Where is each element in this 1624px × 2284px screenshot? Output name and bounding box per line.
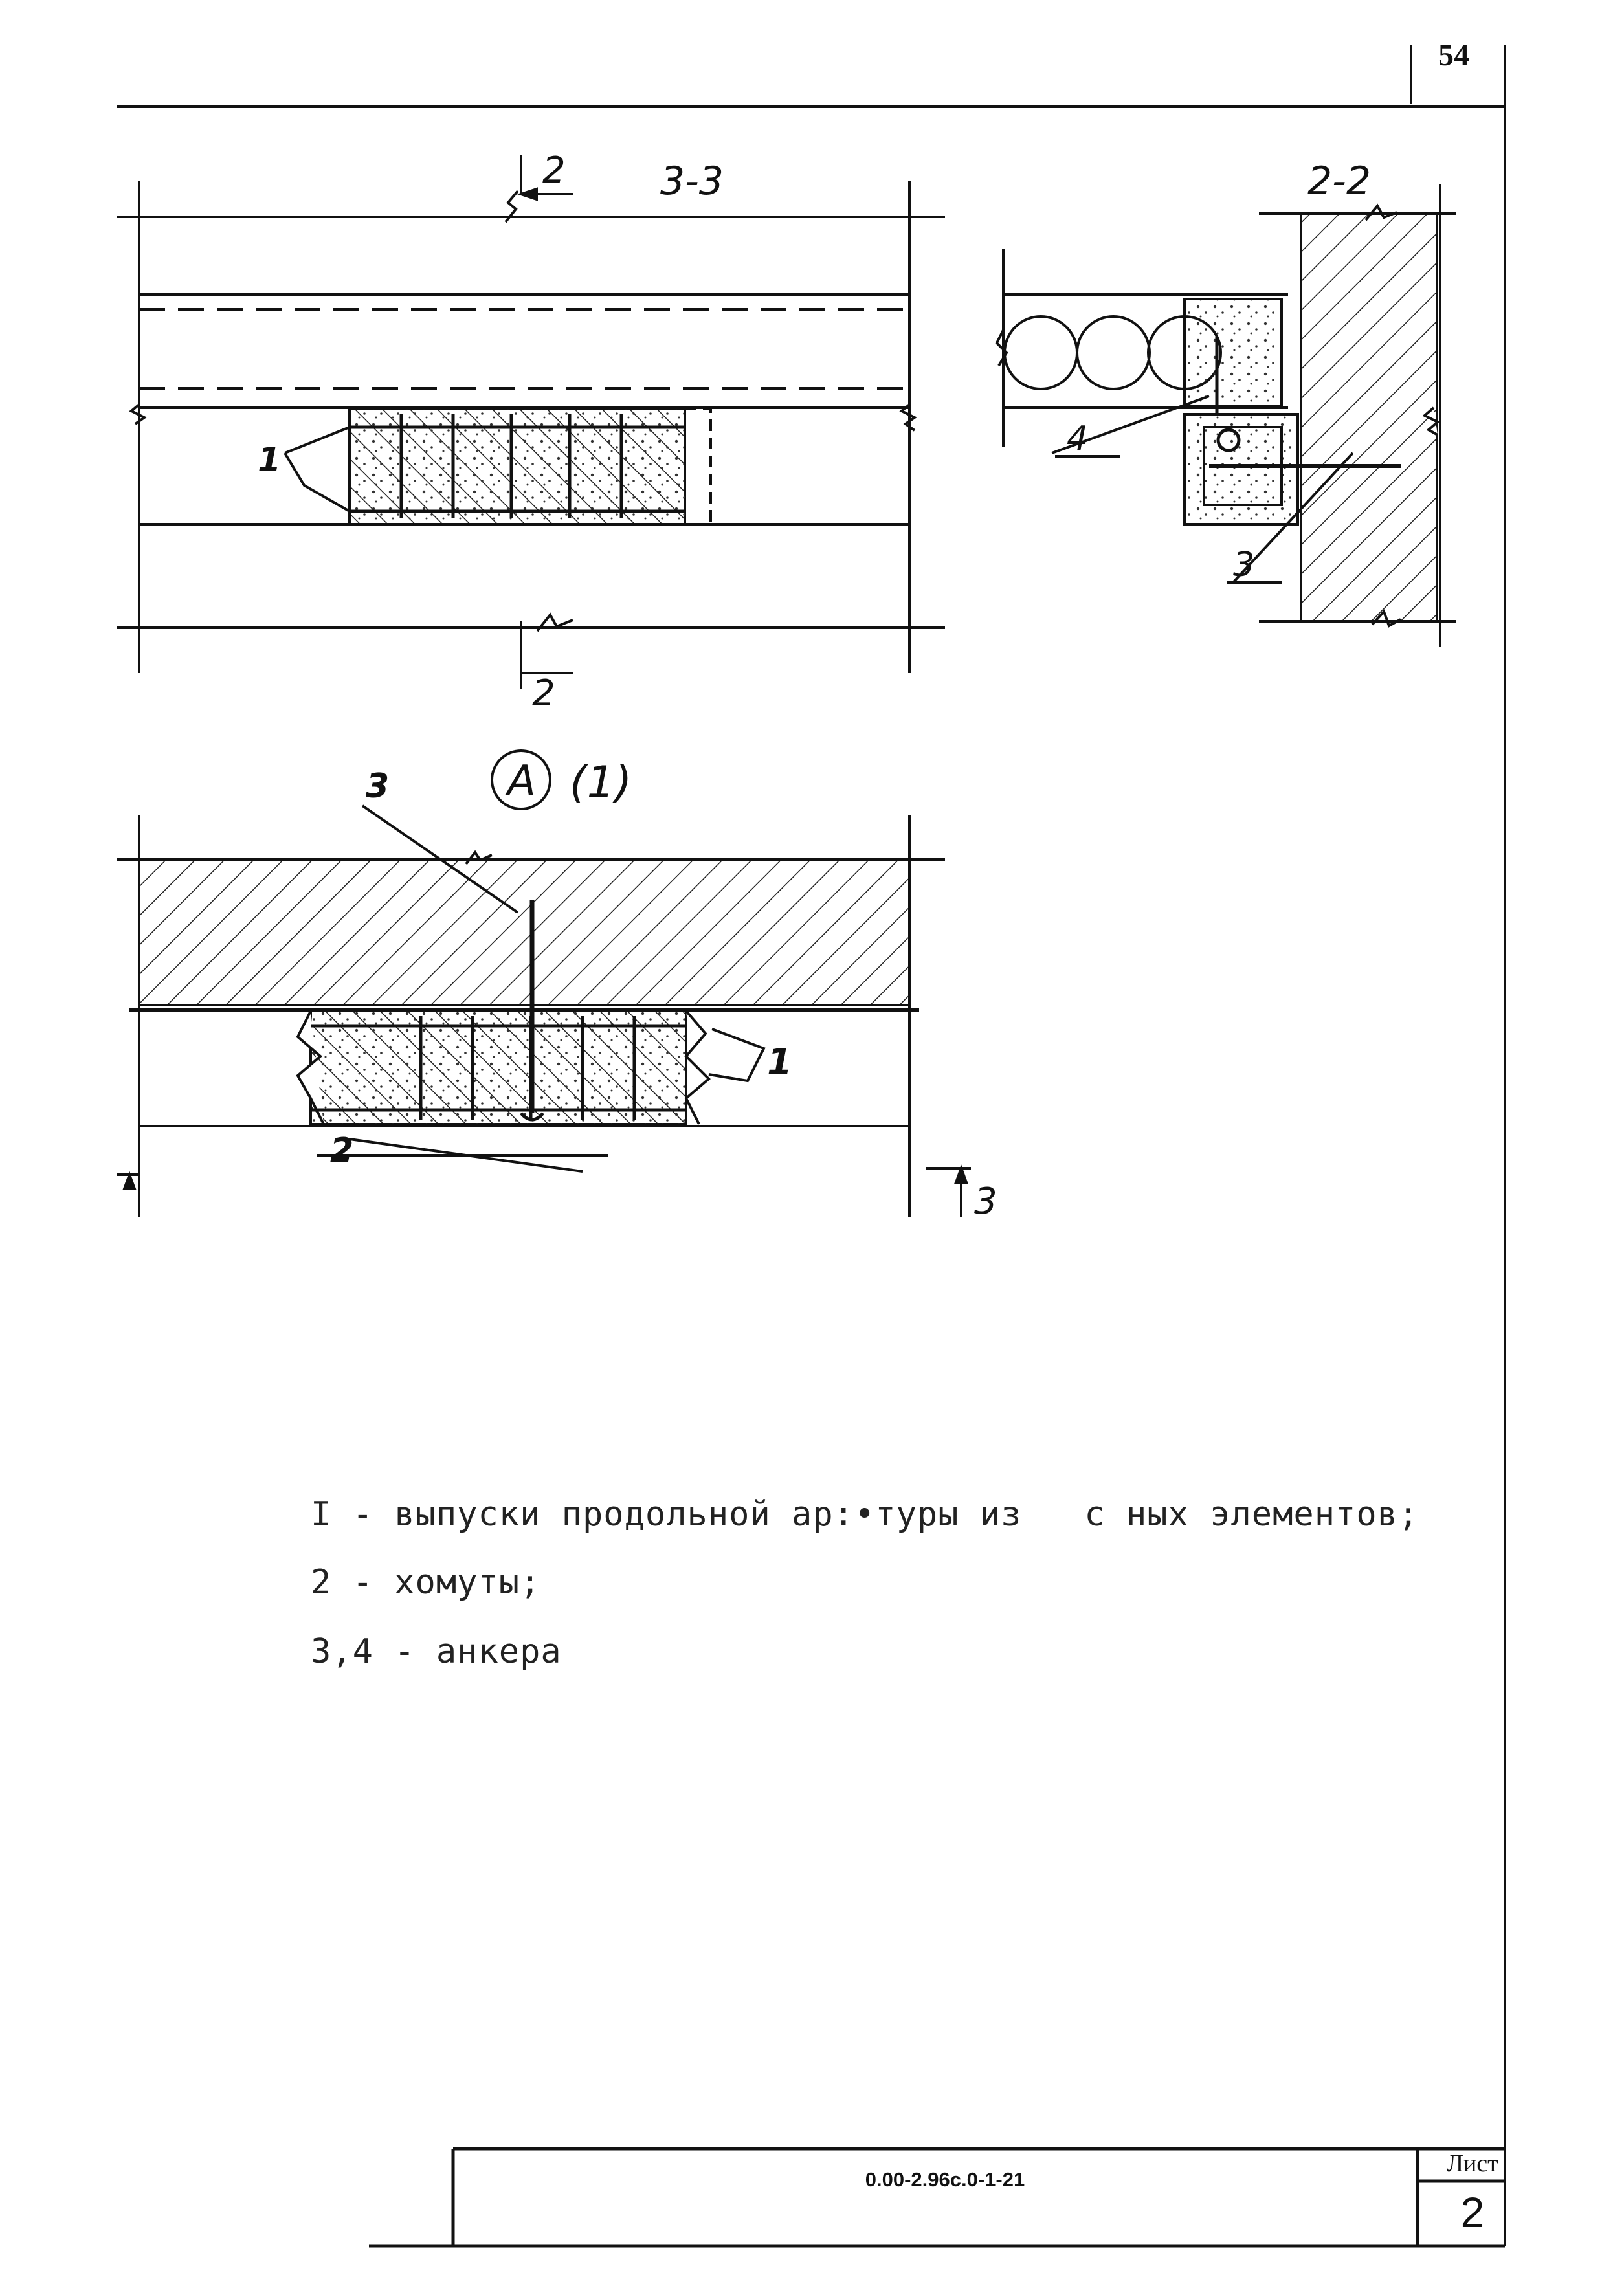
legend-line-1: I - выпуски продольной ар:•туры из с ных… bbox=[311, 1495, 1419, 1534]
cut-mark-2-top: 2 bbox=[542, 150, 566, 192]
sheet-label: Лист bbox=[1447, 2150, 1498, 2177]
callout-1-detail-a: 1 bbox=[767, 1041, 792, 1083]
detail-a-letter: A bbox=[505, 757, 536, 805]
callout-2-detail-a: 2 bbox=[330, 1131, 353, 1170]
cut-mark-2-bottom: 2 bbox=[532, 672, 555, 715]
section-mark-3: 3 bbox=[974, 1181, 997, 1223]
detail-a-sheet-ref: (1) bbox=[570, 757, 632, 808]
legend-line-3: 3,4 - анкера bbox=[311, 1632, 562, 1671]
callout-3-detail-a: 3 bbox=[366, 767, 389, 806]
legend-line-2: 2 - хомуты; bbox=[311, 1563, 541, 1602]
document-code: 0.00-2.96с.0-1-21 bbox=[865, 2168, 1025, 2191]
callout-1-section-3-3: 1 bbox=[258, 441, 281, 480]
title-block bbox=[369, 2147, 1505, 2248]
page-number: 54 bbox=[1438, 38, 1469, 72]
section-3-3-title: 3-3 bbox=[660, 159, 724, 204]
callout-3-section-2-2: 3 bbox=[1233, 546, 1254, 584]
section-2-2 bbox=[995, 184, 1456, 647]
section-2-2-title: 2-2 bbox=[1307, 159, 1371, 204]
sheet-number: 2 bbox=[1460, 2188, 1485, 2236]
section-3-3 bbox=[117, 155, 945, 689]
callout-4-section-2-2: 4 bbox=[1067, 419, 1088, 458]
detail-a bbox=[117, 749, 971, 1217]
sheet-frame bbox=[117, 45, 1506, 2246]
